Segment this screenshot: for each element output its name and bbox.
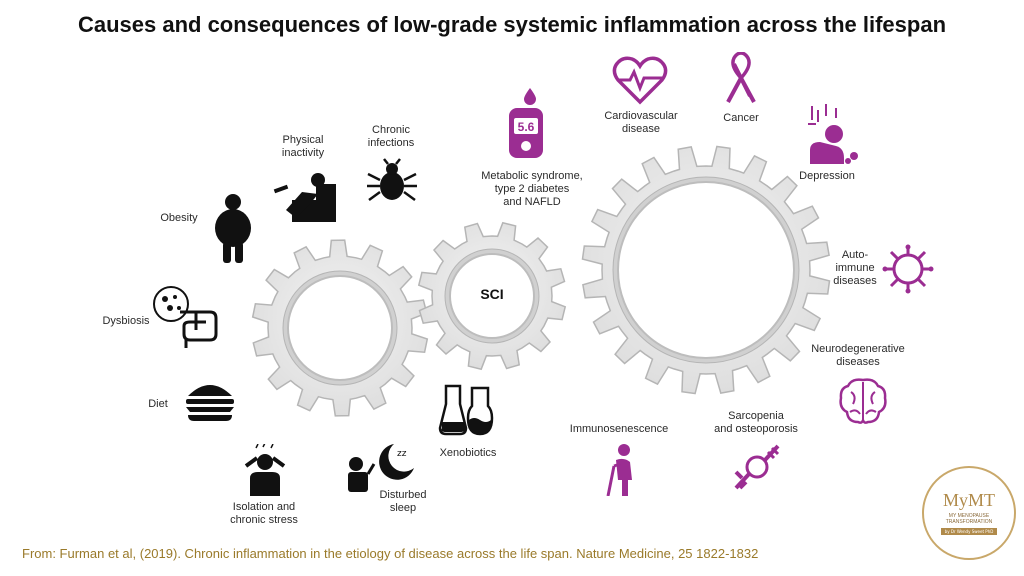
logo-tagline: by Dr Wendy Sweet PhD — [941, 528, 997, 535]
citation: From: Furman et al, (2019). Chronic infl… — [22, 546, 759, 561]
page-title: Causes and consequences of low-grade sys… — [77, 12, 947, 37]
intestine-bacteria-icon — [153, 286, 218, 348]
label-neurodegenerative: Neurodegenerative diseases — [811, 343, 905, 368]
glucometer-reading: 5.6 — [517, 120, 535, 134]
logo-subtitle: MY MENOPAUSE TRANSFORMATION — [945, 513, 993, 525]
label-obesity: Obesity — [160, 212, 198, 224]
depressed-person-icon — [808, 104, 858, 164]
elderly-person-icon — [606, 444, 632, 496]
knee-joint-icon — [734, 444, 780, 490]
gear-right — [581, 145, 831, 395]
stressed-person-icon — [244, 444, 286, 496]
tick-bug-icon — [367, 158, 417, 202]
label-xenobiotics: Xenobiotics — [439, 447, 497, 459]
logo-name: MyMT — [942, 490, 995, 510]
svg-text:zz: zz — [397, 449, 407, 459]
label-chronic-infections: Chronic infections — [367, 124, 415, 149]
logo: MyMT MY MENOPAUSE TRANSFORMATION by Dr W… — [922, 466, 1016, 560]
label-depression: Depression — [799, 170, 855, 182]
label-cancer: Cancer — [723, 112, 759, 124]
burger-icon — [186, 385, 234, 421]
label-cardiovascular: Cardiovascular disease — [604, 110, 678, 135]
label-dysbiosis: Dysbiosis — [102, 315, 150, 327]
label-disturbed-sleep: Disturbed sleep — [379, 489, 427, 514]
person-on-couch-icon — [273, 173, 336, 222]
brain-icon — [839, 378, 887, 424]
cells-icon — [882, 244, 934, 294]
label-metabolic: Metabolic syndrome, type 2 diabetes and … — [481, 170, 583, 208]
heart-pulse-icon — [612, 56, 668, 105]
sci-label: SCI — [480, 286, 504, 302]
ribbon-icon — [726, 52, 756, 103]
gear-center — [417, 221, 567, 371]
label-diet: Diet — [148, 398, 168, 410]
label-sarcopenia: Sarcopenia and osteoporosis — [714, 410, 798, 435]
label-isolation: Isolation and chronic stress — [230, 501, 298, 526]
flasks-icon — [438, 384, 494, 436]
moon-sleep-icon: zz — [348, 444, 414, 492]
obese-person-icon — [215, 194, 251, 263]
glucometer-icon — [509, 88, 543, 158]
label-physical-inactivity: Physical inactivity — [281, 134, 325, 159]
label-autoimmune: Auto- immune diseases — [833, 249, 877, 287]
gear-left — [251, 239, 429, 417]
label-immunosenescence: Immunosenescence — [569, 423, 669, 435]
